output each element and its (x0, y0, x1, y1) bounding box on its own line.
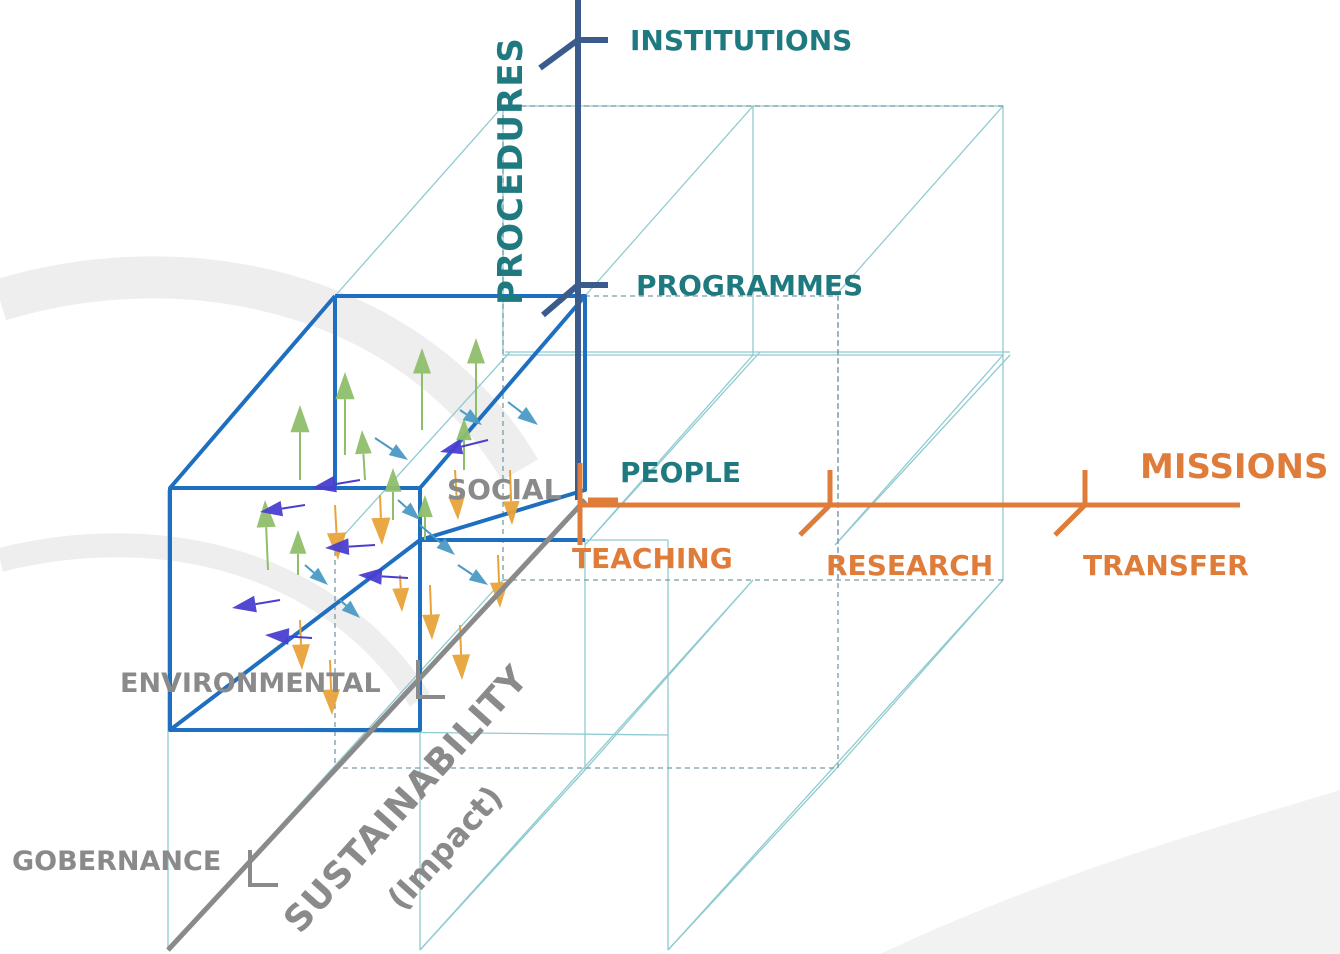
background-swoosh (0, 256, 1340, 954)
arrow-green-8 (384, 468, 402, 520)
tick-gobernance: GOBERNANCE (12, 846, 221, 877)
tick-research: RESEARCH (826, 549, 993, 582)
arrow-blue-29 (374, 437, 408, 460)
missions-title: MISSIONS (1140, 447, 1328, 487)
tick-people: PEOPLE (620, 456, 741, 489)
tick-transfer: TRANSFER (1083, 549, 1249, 582)
tick-programmes: PROGRAMMES (636, 269, 863, 302)
tick-social: SOCIAL (447, 473, 562, 506)
tick-institutions: INSTITUTIONS (630, 24, 852, 57)
procedures-axis (538, 0, 608, 500)
arrow-blue-32 (304, 564, 328, 585)
grid-wireframe (167, 105, 1011, 951)
arrow-orange-17 (452, 624, 471, 680)
arrow-blue-27 (507, 401, 538, 425)
arrow-blue-28 (459, 409, 482, 425)
arrow-purple-25 (440, 439, 489, 455)
arrow-green-3 (467, 338, 485, 420)
arrow-orange-12 (448, 469, 465, 520)
arrow-purple-26 (260, 500, 306, 517)
arrow-blue-31 (457, 564, 488, 585)
tick-teaching: TEACHING (572, 542, 733, 575)
arrow-blue-30 (419, 524, 455, 555)
sustainability-axis (166, 498, 587, 952)
tick-environmental: ENVIRONMENTAL (120, 668, 381, 699)
arrow-purple-21 (325, 538, 376, 555)
arrow-green-0 (290, 405, 310, 480)
arrow-green-2 (413, 348, 431, 430)
arrow-orange-11 (371, 494, 391, 545)
arrow-orange-18 (291, 619, 310, 670)
arrow-purple-24 (265, 628, 313, 645)
missions-axis (577, 463, 1240, 545)
highlight-cube (168, 294, 587, 732)
arrow-green-1 (335, 372, 355, 455)
grid-dashed (334, 105, 1003, 769)
arrow-green-4 (355, 430, 372, 481)
arrow-green-7 (289, 530, 307, 575)
arrow-orange-13 (502, 469, 520, 525)
arrow-orange-16 (422, 584, 441, 640)
arrow-blue-33 (339, 599, 360, 618)
arrow-orange-19 (322, 659, 341, 715)
arrow-green-6 (256, 500, 276, 571)
procedures-title: PROCEDURES (491, 37, 531, 305)
arrow-purple-23 (232, 595, 281, 613)
arrow-cluster (232, 338, 538, 715)
arrow-orange-15 (392, 574, 410, 612)
arrow-purple-20 (312, 475, 361, 493)
arrow-blue-34 (397, 499, 420, 520)
arrow-purple-22 (358, 568, 409, 585)
